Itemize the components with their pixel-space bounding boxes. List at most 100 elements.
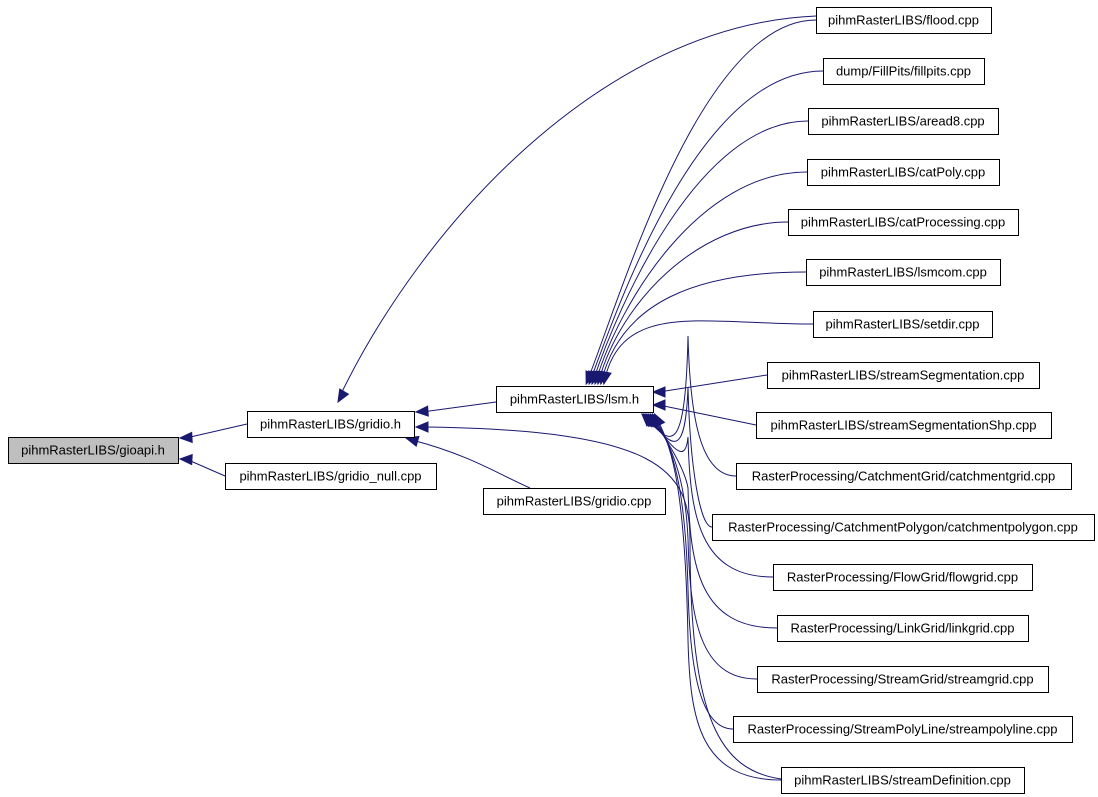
node-box bbox=[733, 716, 1073, 743]
edge-line bbox=[185, 458, 226, 477]
node-label: pihmRasterLIBS/catPoly.cpp bbox=[821, 165, 986, 180]
edges-layer bbox=[178, 15, 824, 781]
node-label: RasterProcessing/CatchmentGrid/catchment… bbox=[752, 469, 1055, 484]
node-box bbox=[756, 412, 1052, 439]
edge-line bbox=[185, 423, 248, 439]
node-label: pihmRasterLIBS/streamSegmentationShp.cpp bbox=[771, 418, 1037, 433]
node-label: pihmRasterLIBS/streamDefinition.cpp bbox=[794, 773, 1011, 788]
node-label: pihmRasterLIBS/lsmcom.cpp bbox=[819, 265, 987, 280]
node-setdir[interactable]: pihmRasterLIBS/setdir.cpp bbox=[813, 311, 993, 338]
edge-line bbox=[411, 439, 531, 489]
node-streampolyline[interactable]: RasterProcessing/StreamPolyLine/streampo… bbox=[733, 716, 1073, 743]
node-gridio-cpp[interactable]: pihmRasterLIBS/gridio.cpp bbox=[483, 488, 666, 515]
node-label: dump/FillPits/fillpits.cpp bbox=[836, 64, 971, 79]
node-box bbox=[8, 437, 179, 464]
edge-line bbox=[591, 120, 809, 385]
node-box bbox=[788, 209, 1019, 236]
edge-line bbox=[649, 413, 758, 680]
node-catprocessing[interactable]: pihmRasterLIBS/catProcessing.cpp bbox=[788, 209, 1019, 236]
node-linkgrid[interactable]: RasterProcessing/LinkGrid/linkgrid.cpp bbox=[777, 615, 1029, 642]
node-label: pihmRasterLIBS/gridio.h bbox=[260, 417, 401, 432]
node-streamsegshp[interactable]: pihmRasterLIBS/streamSegmentationShp.cpp bbox=[756, 412, 1052, 439]
node-label: pihmRasterLIBS/aread8.cpp bbox=[821, 114, 984, 129]
node-box bbox=[767, 362, 1040, 389]
arrowhead bbox=[178, 431, 193, 444]
node-label: pihmRasterLIBS/setdir.cpp bbox=[826, 317, 980, 332]
node-box bbox=[807, 159, 1000, 186]
node-flood[interactable]: pihmRasterLIBS/flood.cpp bbox=[816, 7, 992, 34]
edge-line bbox=[423, 426, 782, 780]
edge-flood-to-gridio-h bbox=[337, 15, 817, 404]
node-box bbox=[247, 411, 415, 438]
node-label: RasterProcessing/CatchmentPolygon/catchm… bbox=[728, 520, 1078, 535]
node-label: RasterProcessing/FlowGrid/flowgrid.cpp bbox=[787, 570, 1018, 585]
edge-aread8-to-lsm-h bbox=[590, 120, 809, 386]
edge-line bbox=[594, 171, 808, 385]
node-box bbox=[773, 564, 1033, 591]
node-catchmentpolygon[interactable]: RasterProcessing/CatchmentPolygon/catchm… bbox=[712, 514, 1095, 541]
node-aread8[interactable]: pihmRasterLIBS/aread8.cpp bbox=[808, 108, 999, 135]
node-box bbox=[806, 259, 1001, 286]
node-catchmentgrid[interactable]: RasterProcessing/CatchmentGrid/catchment… bbox=[736, 463, 1072, 490]
arrowhead bbox=[654, 412, 666, 428]
node-label: pihmRasterLIBS/streamSegmentation.cpp bbox=[782, 368, 1025, 383]
arrowhead bbox=[178, 453, 193, 466]
edge-line bbox=[588, 70, 824, 385]
node-box bbox=[225, 463, 437, 490]
node-flowgrid[interactable]: RasterProcessing/FlowGrid/flowgrid.cpp bbox=[773, 564, 1033, 591]
arrowhead bbox=[600, 370, 612, 386]
edge-setdir-to-lsm-h bbox=[600, 320, 814, 386]
node-fillpits[interactable]: dump/FillPits/fillpits.cpp bbox=[823, 58, 985, 85]
node-gridio-h[interactable]: pihmRasterLIBS/gridio.h bbox=[247, 411, 415, 438]
edge-streamgrid-to-lsm-h bbox=[649, 412, 758, 680]
node-label: RasterProcessing/LinkGrid/linkgrid.cpp bbox=[791, 621, 1015, 636]
edge-line bbox=[658, 404, 757, 426]
node-lsmcom[interactable]: pihmRasterLIBS/lsmcom.cpp bbox=[806, 259, 1001, 286]
node-label: pihmRasterLIBS/lsm.h bbox=[510, 392, 639, 407]
node-streamseg[interactable]: pihmRasterLIBS/streamSegmentation.cpp bbox=[767, 362, 1040, 389]
node-streamgrid[interactable]: RasterProcessing/StreamGrid/streamgrid.c… bbox=[757, 666, 1049, 693]
edge-fillpits-to-lsm-h bbox=[588, 70, 824, 386]
node-box bbox=[781, 767, 1025, 794]
edge-line bbox=[600, 271, 807, 385]
arrowhead bbox=[337, 388, 350, 404]
node-catpoly[interactable]: pihmRasterLIBS/catPoly.cpp bbox=[807, 159, 1000, 186]
node-label: RasterProcessing/StreamPolyLine/streampo… bbox=[748, 722, 1058, 737]
edge-streamseg-to-lsm-h bbox=[651, 374, 768, 398]
node-label: pihmRasterLIBS/gridio_null.cpp bbox=[239, 469, 421, 484]
edge-line bbox=[658, 374, 768, 393]
node-box bbox=[816, 7, 992, 34]
node-label: pihmRasterLIBS/gridio.cpp bbox=[497, 494, 652, 509]
edge-line bbox=[645, 413, 774, 578]
node-label: pihmRasterLIBS/catProcessing.cpp bbox=[801, 215, 1005, 230]
node-box bbox=[712, 514, 1095, 541]
edge-line bbox=[421, 401, 497, 413]
edge-gridio-null-to-gioapi bbox=[178, 453, 226, 477]
node-label: RasterProcessing/StreamGrid/streamgrid.c… bbox=[771, 672, 1033, 687]
arrowhead bbox=[651, 386, 666, 398]
node-box bbox=[823, 58, 985, 85]
nodes-layer: pihmRasterLIBS/gioapi.h pihmRasterLIBS/gr… bbox=[8, 7, 1095, 794]
node-gridio-null[interactable]: pihmRasterLIBS/gridio_null.cpp bbox=[225, 463, 437, 490]
edge-line bbox=[339, 15, 817, 397]
edge-line bbox=[654, 413, 782, 781]
node-gioapi[interactable]: pihmRasterLIBS/gioapi.h bbox=[8, 437, 179, 464]
edge-line bbox=[585, 19, 817, 385]
edge-gridio-h-to-gioapi bbox=[178, 423, 248, 444]
arrowhead bbox=[414, 405, 429, 417]
node-box bbox=[483, 488, 666, 515]
node-box bbox=[496, 386, 654, 413]
arrowhead bbox=[651, 399, 666, 411]
edge-streamdefinition-to-lsm-h bbox=[654, 412, 782, 781]
edge-line bbox=[603, 320, 814, 385]
node-lsm-h[interactable]: pihmRasterLIBS/lsm.h bbox=[496, 386, 654, 413]
node-box bbox=[813, 311, 993, 338]
node-label: pihmRasterLIBS/gioapi.h bbox=[21, 443, 165, 458]
node-box bbox=[757, 666, 1049, 693]
node-streamdefinition[interactable]: pihmRasterLIBS/streamDefinition.cpp bbox=[781, 767, 1025, 794]
arrowhead bbox=[414, 421, 429, 433]
edge-line bbox=[647, 413, 778, 629]
node-box bbox=[808, 108, 999, 135]
edge-line bbox=[597, 221, 789, 385]
